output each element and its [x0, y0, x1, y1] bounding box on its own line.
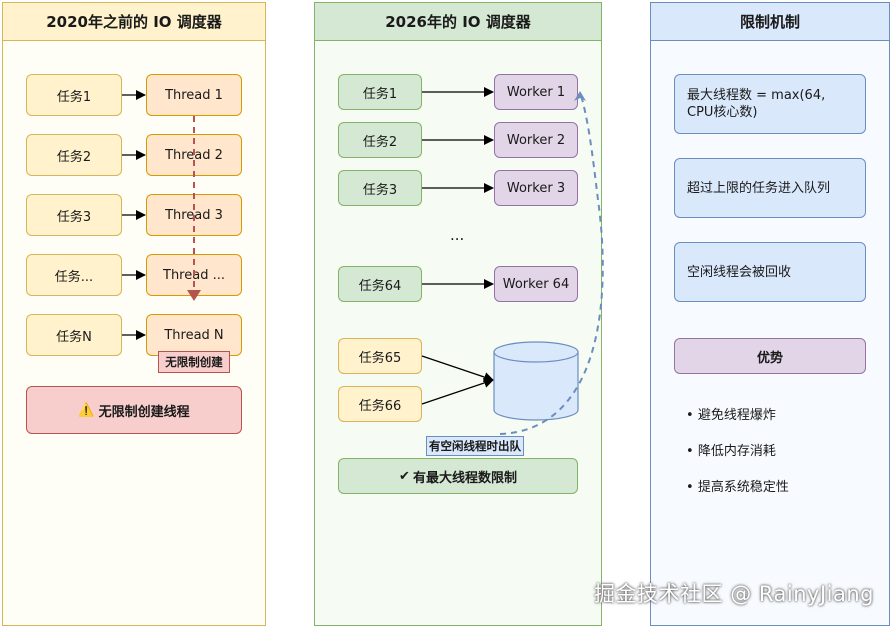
bullet-icon: • [686, 444, 694, 459]
check-icon: ✔ [399, 468, 410, 484]
task-queue-label: 任务队列 [509, 388, 562, 404]
bullet-icon: • [686, 408, 694, 423]
idle-recycle-box: 空闲线程会被回收 [674, 242, 866, 302]
old-scheduler-title: 2020年之前的 IO 调度器 [3, 3, 265, 41]
limits-title: 限制机制 [651, 3, 889, 41]
advantage-item: • 降低内存消耗 [686, 444, 776, 459]
thread-box: Thread 2 [146, 134, 242, 176]
max-threads-box: 最大线程数 = max(64, CPU核心数) [674, 74, 866, 134]
thread-limit-text: 有最大线程数限制 [412, 470, 517, 486]
warning-icon: ⚠️ [78, 402, 95, 418]
bullet-icon: • [686, 480, 694, 495]
new-task-box: 任务1 [338, 74, 422, 110]
worker-box: Worker 3 [494, 170, 578, 206]
worker-box: Worker 64 [494, 266, 578, 302]
thread-box: Thread 3 [146, 194, 242, 236]
new-task-box: 任务2 [338, 122, 422, 158]
worker-box: Worker 2 [494, 122, 578, 158]
thread-box: Thread 1 [146, 74, 242, 116]
overflow-queue-box: 超过上限的任务进入队列 [674, 158, 866, 218]
new-task-box: 任务64 [338, 266, 422, 302]
unlimited-warning-box: ⚠️ 无限制创建线程 [26, 386, 242, 434]
thread-box: Thread N [146, 314, 242, 356]
old-task-box: 任务2 [26, 134, 122, 176]
thread-limit-box: ✔ 有最大线程数限制 [338, 458, 578, 494]
thread-box: Thread ... [146, 254, 242, 296]
old-task-box: 任务3 [26, 194, 122, 236]
advantage-item: • 避免线程爆炸 [686, 408, 776, 423]
advantage-item: • 提高系统稳定性 [686, 480, 789, 495]
old-task-box: 任务1 [26, 74, 122, 116]
old-task-box: 任务N [26, 314, 122, 356]
new-task-box: 任务3 [338, 170, 422, 206]
worker-ellipsis: ... [450, 226, 465, 244]
unlimited-create-tag: 无限制创建 [158, 351, 230, 373]
queued-task-box: 任务66 [338, 386, 422, 422]
advantage-title: 优势 [674, 338, 866, 374]
dequeue-tag: 有空闲线程时出队 [426, 436, 524, 456]
new-scheduler-title: 2026年的 IO 调度器 [315, 3, 601, 41]
watermark: 掘金技术社区 @ RainyJiang [594, 582, 874, 606]
worker-box: Worker 1 [494, 74, 578, 110]
unlimited-warning-text: 无限制创建线程 [98, 404, 190, 420]
old-task-box: 任务... [26, 254, 122, 296]
queued-task-box: 任务65 [338, 338, 422, 374]
